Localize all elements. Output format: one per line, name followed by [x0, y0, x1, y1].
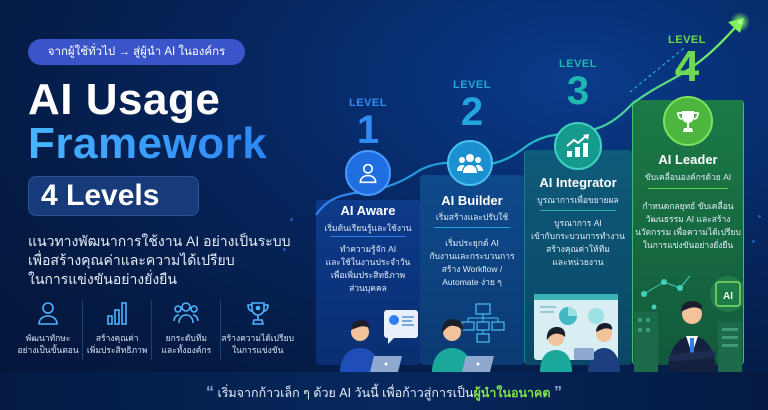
description-line: เพื่อสร้างคุณค่าและความได้เปรียบ	[28, 252, 235, 268]
benefit-label: สร้างความได้เปรียบ	[221, 333, 294, 343]
level-4-badge	[663, 96, 713, 146]
person-icon	[38, 302, 58, 325]
level-body-line: และใช้ในงานประจำวัน	[325, 257, 411, 267]
divider	[434, 227, 510, 228]
title-line-1: AI Usage	[28, 75, 221, 124]
level-body-line: ในการแข่งขันอย่างยั่งยืน	[642, 240, 734, 250]
benefit-label: สร้างคุณค่า	[95, 333, 139, 343]
level-body-line: นวัตกรรม เพื่อความได้เปรียบ	[635, 227, 741, 237]
level-body-line: เริ่มประยุกต์ AI	[445, 238, 499, 248]
description: แนวทางพัฒนาการใช้งาน AI อย่างเป็นระบบ เพ…	[28, 232, 291, 289]
title-line-2: Framework	[28, 119, 268, 168]
quote-text: เริ่มจากก้าวเล็ก ๆ ด้วย AI วันนี้ เพื่อก…	[217, 386, 474, 400]
decor-dot	[290, 218, 293, 221]
decor-dot	[283, 248, 286, 251]
level-number: 3	[566, 69, 590, 113]
benefit-label: ในการแข่งขัน	[231, 345, 284, 355]
level-body-line: เข้ากับกระบวนการทำงาน	[531, 231, 625, 241]
level-body-line: เพื่อเพิ่มประสิทธิภาพ	[330, 270, 406, 280]
benefit-label: ยกระดับทีม	[165, 333, 208, 343]
open-quote-icon: “	[205, 384, 214, 401]
person-laptop-illustration	[340, 310, 418, 372]
footer-quote: “ เริ่มจากก้าวเล็ก ๆ ด้วย AI วันนี้ เพื่…	[0, 383, 768, 403]
level-subtitle: เริ่มสร้างและปรับใช้	[435, 212, 509, 222]
close-quote-icon: ”	[554, 384, 563, 401]
benefit-item: ยกระดับทีม และทั้งองค์กร	[152, 300, 222, 360]
trophy-icon	[677, 111, 699, 132]
benefit-item: สร้างคุณค่า เพิ่มประสิทธิภาพ	[83, 300, 153, 360]
level-title: AI Builder	[441, 193, 503, 208]
level-3-badge	[554, 122, 602, 170]
benefit-label: พัฒนาทักษะ	[25, 333, 71, 343]
benefit-item: สร้างความได้เปรียบ ในการแข่งขัน	[221, 300, 294, 360]
level-title: AI Aware	[340, 203, 396, 218]
subtitle-pill: จากผู้ใช้ทั่วไป → สู่ผู้นำ AI ในองค์กร	[28, 39, 245, 65]
divider	[330, 236, 406, 237]
footer-bar	[0, 372, 768, 410]
workflow-illustration	[432, 303, 505, 372]
team-icon	[173, 302, 200, 324]
level-body-line: ทำความรู้จัก AI	[339, 244, 397, 254]
level-1-badge	[345, 150, 391, 196]
divider	[648, 188, 728, 189]
team-dashboard-illustration	[534, 294, 620, 372]
decor-dot	[758, 215, 761, 218]
level-label: LEVEL	[668, 34, 706, 46]
level-title: AI Leader	[658, 152, 718, 167]
trophy-icon	[246, 302, 269, 325]
benefit-item: พัฒนาทักษะ อย่างเป็นขั้นตอน	[14, 300, 84, 360]
level-body-line: Automate ง่าย ๆ	[442, 277, 502, 287]
level-body: เริ่มประยุกต์ AI กับงานและกระบวนการ สร้า…	[420, 237, 524, 289]
level-label: LEVEL	[559, 58, 597, 70]
level-body-line: สร้าง Workflow /	[441, 264, 503, 274]
levels-badge: 4 Levels	[28, 176, 199, 216]
level-body-line: ส่วนบุคคล	[349, 283, 387, 293]
description-line: แนวทางพัฒนาการใช้งาน AI อย่างเป็นระบบ	[28, 233, 291, 249]
level-title: AI Integrator	[539, 175, 617, 190]
benefit-label: และทั้งองค์กร	[161, 345, 212, 355]
benefits-row: พัฒนาทักษะ อย่างเป็นขั้นตอน สร้างคุณค่า …	[14, 300, 294, 360]
quote-highlight: ผู้นำในอนาคต	[473, 386, 551, 400]
team-icon	[457, 154, 483, 173]
person-icon	[359, 163, 377, 184]
level-subtitle: เริ่มต้นเรียนรู้และใช้งาน	[324, 223, 412, 233]
level-body-line: สร้างคุณค่าให้ทีม	[546, 244, 610, 254]
level-body-line: กับงานและกระบวนการ	[429, 251, 515, 261]
level-body-line: บูรณาการ AI	[554, 218, 602, 228]
level-body: กำหนดกลยุทธ์ ขับเคลื่อน วัฒนธรรม AI และส…	[632, 200, 744, 252]
level-number: 4	[674, 42, 700, 91]
ai-chip-label: AI	[723, 291, 733, 302]
level-subtitle: บูรณาการเพื่อขยายผล	[537, 195, 619, 205]
benefit-label: อย่างเป็นขั้นตอน	[17, 345, 79, 355]
level-label: LEVEL	[349, 97, 387, 109]
level-label: LEVEL	[453, 79, 491, 91]
decor-dot	[752, 240, 755, 243]
level-body-line: วัฒนธรรม AI และสร้าง	[645, 214, 731, 224]
level-number: 2	[460, 90, 484, 134]
level-2-badge	[447, 140, 493, 186]
level-body-line: และหน่วยงาน	[552, 257, 604, 267]
benefit-label: เพิ่มประสิทธิภาพ	[86, 345, 148, 355]
divider	[540, 210, 616, 211]
level-body: บูรณาการ AI เข้ากับกระบวนการทำงาน สร้างค…	[524, 217, 632, 269]
bar-chart-icon	[107, 302, 128, 325]
leader-illustration: AI	[634, 275, 744, 372]
level-body-line: กำหนดกลยุทธ์ ขับเคลื่อน	[642, 201, 734, 211]
growth-chart-icon	[566, 134, 589, 157]
level-subtitle: ขับเคลื่อนองค์กรด้วย AI	[644, 172, 732, 182]
level-number: 1	[356, 108, 380, 152]
level-body: ทำความรู้จัก AI และใช้ในงานประจำวัน เพื่…	[316, 243, 420, 295]
description-line: ในการแข่งขันอย่างยั่งยืน	[28, 271, 177, 287]
